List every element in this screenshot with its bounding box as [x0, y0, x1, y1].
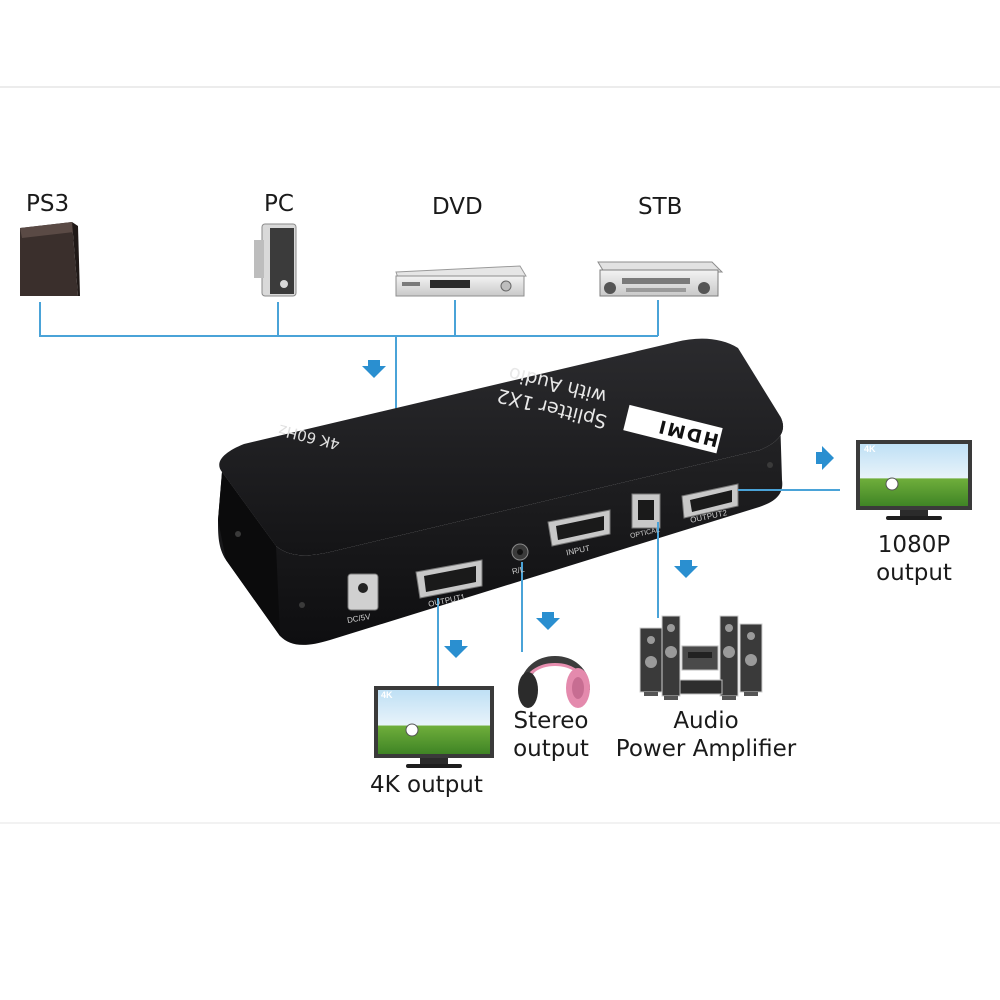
arrow-down-icon — [444, 640, 468, 658]
output-label-stereo-line2: output — [513, 735, 589, 762]
hdmi-logo — [623, 404, 723, 454]
source-label-dvd: DVD — [432, 194, 483, 220]
hdmi-splitter-device — [218, 338, 784, 645]
output-label-1080p-line2: output — [876, 559, 952, 586]
tv-4k-screen-tag: 4K — [381, 690, 393, 700]
bottom-divider — [0, 822, 1000, 824]
output-label-stereo-line1: Stereo — [513, 708, 589, 734]
rl-audio-jack — [511, 543, 529, 561]
top-divider — [0, 86, 1000, 88]
ps3-console-image — [20, 222, 80, 296]
audio-amplifier-speakers-image — [639, 615, 763, 700]
headphones-image — [518, 656, 590, 708]
output-lines — [437, 489, 840, 688]
output1-port — [415, 559, 483, 599]
output-label-amplifier: Audio Power Amplifier — [606, 708, 806, 763]
arrow-down-icon — [536, 612, 560, 630]
source-label-pc: PC — [264, 191, 294, 217]
output-label-stereo: Stereo output — [503, 708, 599, 763]
output-label-amplifier-line2: Power Amplifier — [615, 735, 797, 762]
stb-receiver-image — [597, 261, 724, 297]
dvd-player-image — [395, 265, 527, 297]
output-label-4k: 4K output — [370, 772, 483, 798]
tv-1080p-screen-tag: 4K — [864, 444, 876, 454]
tv-4k-image — [374, 686, 494, 768]
output-label-1080p: 1080P output — [862, 532, 966, 587]
pc-tower-image — [254, 223, 297, 297]
optical-port — [631, 493, 661, 529]
output-label-amplifier-line1: Audio — [673, 708, 739, 734]
arrow-down-icon — [362, 360, 386, 378]
input-port — [547, 509, 611, 547]
tv-1080p-image — [856, 440, 972, 520]
output2-port — [681, 483, 739, 519]
source-label-stb: STB — [638, 194, 683, 220]
output-label-1080p-line1: 1080P — [877, 532, 951, 558]
source-label-ps3: PS3 — [26, 191, 70, 217]
arrow-right-icon — [816, 446, 834, 470]
arrow-down-icon — [674, 560, 698, 578]
